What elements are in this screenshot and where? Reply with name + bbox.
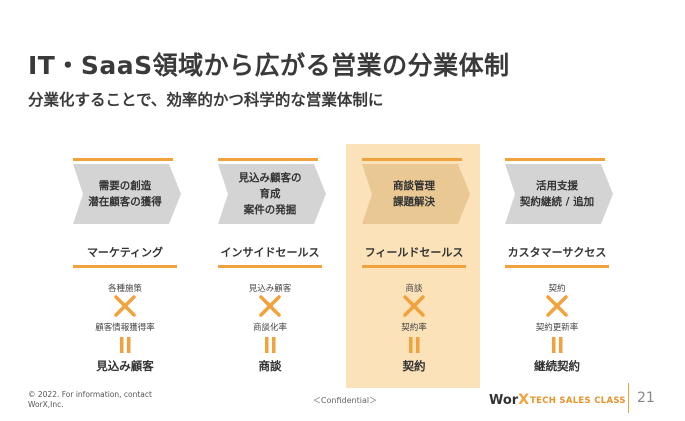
role-label: カスタマーサクセス [507,246,607,259]
chevron-shape [362,164,470,224]
role-underline [505,265,609,268]
metric-rate: 契約更新率 [535,323,579,333]
metric-input: 見込み顧客 [248,284,292,294]
role-underline [218,265,322,268]
page-number: 21 [637,390,655,406]
brand-subtitle: TECH SALES CLASS [530,396,626,406]
chevron-arrow: 商談管理 課題解決 [362,164,472,224]
chevron-text: 活用支援 契約継続 / 追加 [519,179,595,208]
chevron-text: 見込み顧客の 育成 案件の発掘 [238,171,302,217]
column-top-line [505,158,605,161]
equals-icon [552,337,563,353]
chevron-shape [218,164,326,224]
chevron-shape [73,164,181,224]
chevron-text: 商談管理 課題解決 [393,179,435,208]
column-top-line [218,158,318,161]
result-label: 商談 [258,359,282,373]
metric-input: 各種施策 [107,284,142,294]
page-number-divider [628,383,629,413]
role-underline [73,265,177,268]
role-label: マーケティング [86,246,164,259]
multiply-icon [546,295,568,317]
page-title: IT・SaaS領域から広がる営業の分業体制 [28,51,510,80]
equals-icon [265,337,276,353]
multiply-icon [259,295,281,317]
column-top-line [73,158,173,161]
chevron-arrow: 活用支援 契約継続 / 追加 [505,164,615,224]
brand-logo-x: X [518,392,530,408]
role-label: フィールドセールス [364,246,464,259]
confidential-label: ＜Confidential＞ [312,396,378,405]
metric-input: 契約 [548,284,566,294]
result-label: 契約 [402,359,426,373]
chevron-shape [505,164,613,224]
metric-rate: 契約率 [401,323,427,333]
equals-icon [409,337,420,353]
copyright-notice: © 2022. For information, contact WorX,In… [28,390,152,410]
brand-logo: WorX [489,392,529,408]
metric-rate: 商談化率 [252,323,287,333]
chevron-arrow: 需要の創造 潜在顧客の獲得 [73,164,183,224]
chevron-arrow: 見込み顧客の 育成 案件の発掘 [218,164,328,224]
page-subtitle: 分業化することで、効率的かつ科学的な営業体制に [28,91,384,109]
result-label: 見込み顧客 [96,359,154,373]
role-underline [362,265,466,268]
equals-icon [120,337,131,353]
result-label: 継続契約 [534,359,580,373]
brand-logo-text: Wor [489,393,519,408]
column-top-line [362,158,462,161]
multiply-icon [114,295,136,317]
metric-rate: 顧客情報獲得率 [95,323,155,333]
metric-input: 商談 [405,284,423,294]
multiply-icon [403,295,425,317]
role-label: インサイドセールス [220,246,320,259]
chevron-text: 需要の創造 潜在顧客の獲得 [88,179,162,208]
